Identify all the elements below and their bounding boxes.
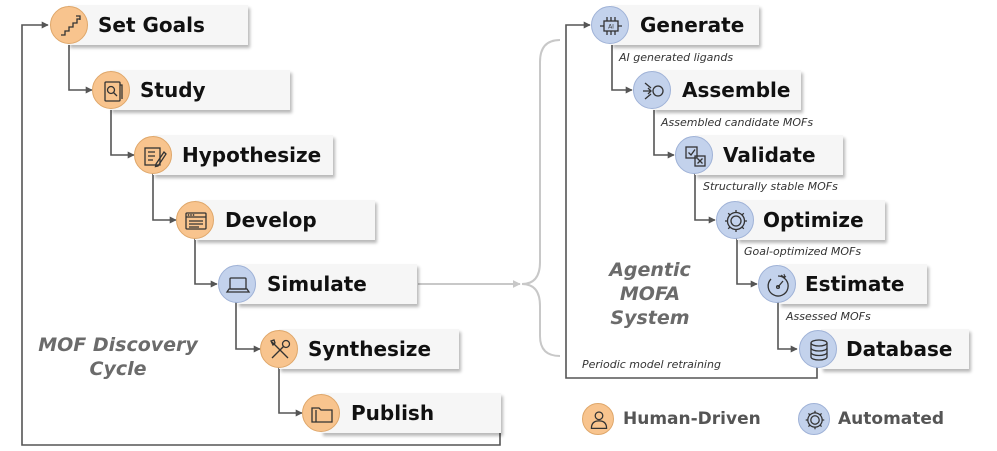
gauge-icon xyxy=(758,265,796,303)
laptop-icon xyxy=(218,265,256,303)
code-window-icon xyxy=(176,201,214,239)
edge-label-structurally-stable-mofs: Structurally stable MOFs xyxy=(703,180,838,193)
database-icon xyxy=(799,330,837,368)
cycle-connectors xyxy=(21,21,501,446)
step-label-synthesize: Synthesize xyxy=(308,337,432,361)
step-box-hypothesize xyxy=(153,135,333,175)
step-label-estimate: Estimate xyxy=(805,272,905,296)
step-label-set-goals: Set Goals xyxy=(98,13,205,37)
step-box-develop xyxy=(195,200,375,240)
legend-auto-label: Automated xyxy=(838,409,945,429)
edge-label-goal-optimized-mofs: Goal-optimized MOFs xyxy=(744,245,862,258)
step-label-generate: Generate xyxy=(640,13,745,37)
folder-icon xyxy=(302,394,340,432)
step-label-publish: Publish xyxy=(351,401,435,425)
step-box-synthesize xyxy=(279,329,459,369)
discovery-cycle-title: MOF Discovery Cycle xyxy=(38,333,198,381)
step-box-set-goals xyxy=(68,5,248,45)
step-box-assemble xyxy=(653,70,801,110)
step-box-database xyxy=(821,329,969,369)
step-label-database: Database xyxy=(846,337,953,361)
step-box-generate xyxy=(611,5,759,45)
discovery-cycle-title-line1: MOF Discovery xyxy=(38,334,198,356)
ai-chip-icon: AI xyxy=(591,6,629,44)
tools-icon xyxy=(260,330,298,368)
svg-text:AI: AI xyxy=(608,24,614,31)
step-label-optimize: Optimize xyxy=(763,208,864,232)
stairs-icon xyxy=(50,6,88,44)
step-box-validate xyxy=(695,135,843,175)
legend-gear-icon xyxy=(798,403,830,435)
legend-human-label: Human-Driven xyxy=(623,409,761,429)
mofa-system-title: Agentic MOFA System xyxy=(598,258,702,330)
legend-human-icon xyxy=(582,403,614,435)
step-box-simulate xyxy=(237,264,417,304)
gear-icon xyxy=(716,201,754,239)
assemble-icon xyxy=(633,71,671,109)
search-book-icon xyxy=(92,71,130,109)
mofa-system-title-line1: Agentic xyxy=(609,259,691,281)
edge-label-periodic-model-retraining: Periodic model retraining xyxy=(582,358,721,371)
checklist-icon xyxy=(675,136,713,174)
mofa-connectors xyxy=(565,21,818,379)
step-label-simulate: Simulate xyxy=(267,272,367,296)
mofa-system-title-line3: System xyxy=(610,307,690,329)
simulate-to-mofa-connector xyxy=(418,39,561,357)
step-box-optimize xyxy=(737,200,885,240)
discovery-cycle-title-line2: Cycle xyxy=(89,358,147,380)
edge-label-ai-generated-ligands: AI generated ligands xyxy=(619,51,734,64)
step-box-estimate xyxy=(779,264,927,304)
step-label-assemble: Assemble xyxy=(682,78,791,102)
mofa-system-title-line2: MOFA xyxy=(619,283,681,305)
notepad-pencil-icon xyxy=(134,136,172,174)
step-label-hypothesize: Hypothesize xyxy=(182,143,322,167)
step-label-study: Study xyxy=(140,78,206,102)
edge-label-assessed-mofs: Assessed MOFs xyxy=(786,310,871,323)
edge-label-assembled-candidate-mofs: Assembled candidate MOFs xyxy=(661,116,814,129)
step-label-develop: Develop xyxy=(225,208,317,232)
step-box-study xyxy=(110,70,290,110)
step-box-publish xyxy=(321,393,501,433)
step-label-validate: Validate xyxy=(723,143,816,167)
